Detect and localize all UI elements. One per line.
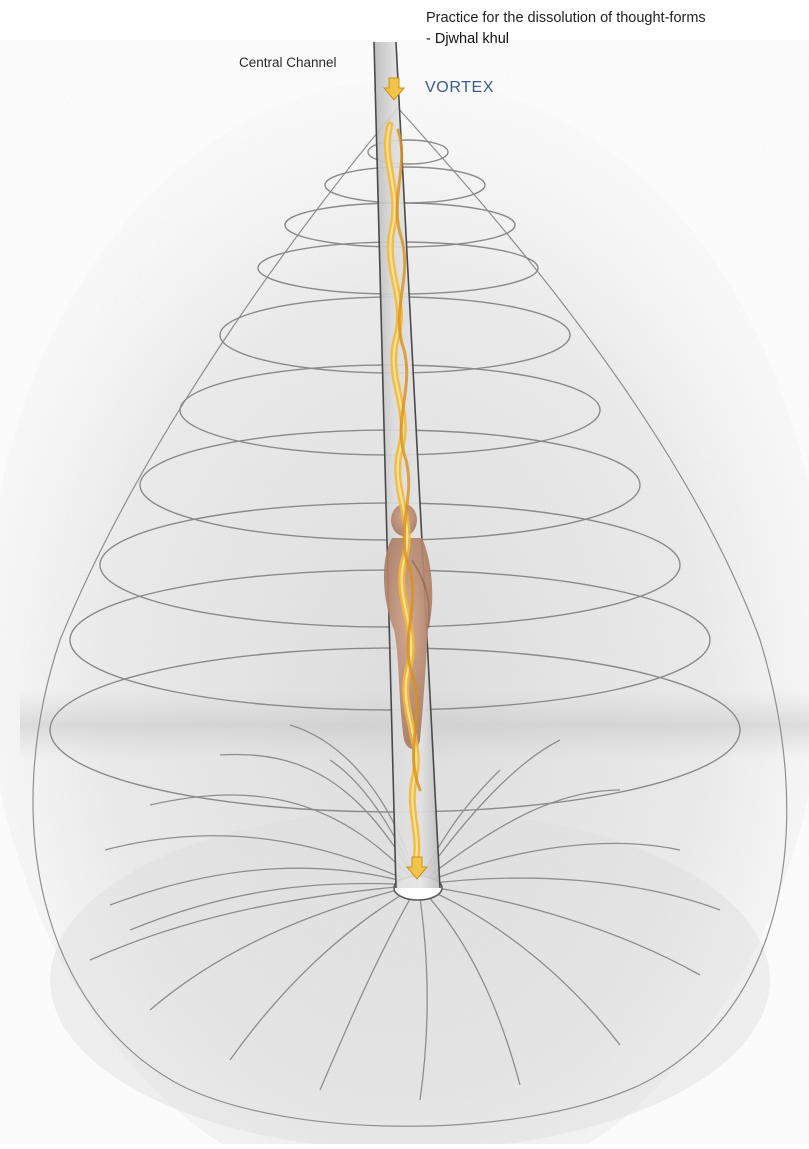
- golden-energy-ribbon: [383, 121, 422, 864]
- cloud-background: [0, 40, 809, 1149]
- diagram-attribution: - Djwhal khul: [426, 31, 509, 47]
- arrow-down-icon: [382, 77, 406, 101]
- arrow-down-icon: [405, 856, 429, 880]
- vortex-cone-outline: [32, 107, 788, 1127]
- diagram-title: Practice for the dissolution of thought-…: [426, 10, 706, 26]
- vortex-label: VORTEX: [425, 79, 495, 96]
- central-channel-label: Central Channel: [239, 55, 337, 70]
